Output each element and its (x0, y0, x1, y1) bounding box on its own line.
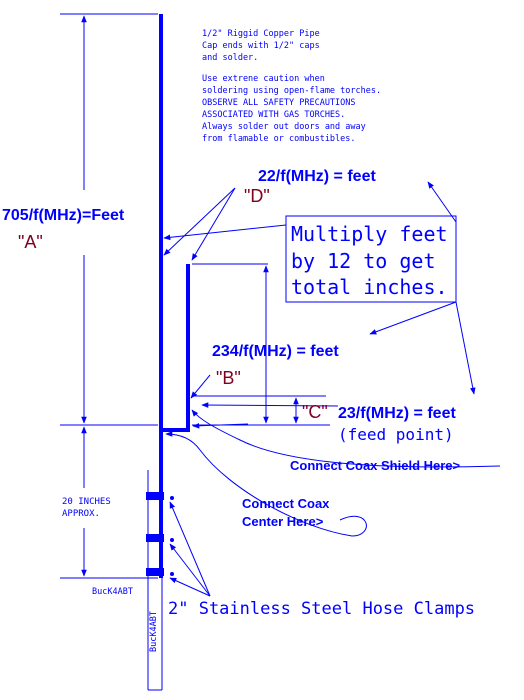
dimension-c (192, 395, 326, 424)
hose-clamp (146, 492, 164, 500)
connect-shield-label: Connect Coax Shield Here> (290, 458, 461, 473)
antenna-elements (159, 14, 190, 578)
multiply-line-3: total inches. (291, 275, 448, 299)
formula-d: 22/f(MHz) = feet (258, 168, 376, 185)
dimension-a (60, 13, 158, 426)
formula-c: 23/f(MHz) = feet (338, 405, 456, 422)
construction-notes: 1/2" Riggid Copper Pipe Cap ends with 1/… (202, 29, 381, 144)
author-label: BucK4ABT (92, 587, 133, 597)
formula-b: 234/f(MHz) = feet (212, 343, 339, 360)
note-line: soldering using open-flame torches. (202, 86, 381, 96)
note-line: and solder. (202, 53, 258, 63)
note-line: Cap ends with 1/2" caps (202, 41, 320, 51)
hose-clamp (146, 568, 164, 576)
inches-line-2: APPROX. (62, 509, 100, 519)
multiply-line-1: Multiply feet (291, 222, 448, 246)
connect-center-line-1: Connect Coax (242, 496, 330, 511)
note-line: Always solder out doors and away (202, 122, 366, 132)
hose-clamps (146, 492, 174, 576)
label-b: "B" (216, 368, 241, 388)
dimension-20-inches (60, 426, 158, 579)
multiply-note-box: Multiply feet by 12 to get total inches. (285, 215, 457, 303)
note-line: OBSERVE ALL SAFETY PRECAUTIONS (202, 98, 356, 108)
author-label-vertical: BucK4ABT (149, 611, 159, 652)
leader-lines (163, 181, 501, 597)
hose-clamp (146, 534, 164, 542)
note-line: from flamable or combustibles. (202, 134, 356, 144)
label-c: "C" (302, 402, 328, 422)
inches-line-1: 20 INCHES (62, 497, 111, 507)
formula-a: 705/f(MHz)=Feet (2, 207, 125, 224)
hose-clamps-label: 2" Stainless Steel Hose Clamps (168, 599, 475, 619)
note-line: Use extrene caution when (202, 74, 325, 84)
note-line: 1/2" Riggid Copper Pipe (202, 29, 320, 39)
note-line: ASSOCIATED WITH GAS TORCHES. (202, 110, 345, 120)
connect-center-line-2: Center Here> (242, 514, 324, 529)
feed-point-label: (feed point) (338, 425, 454, 444)
label-d: "D" (244, 186, 270, 206)
multiply-line-2: by 12 to get (291, 249, 436, 273)
label-a: "A" (18, 232, 43, 252)
